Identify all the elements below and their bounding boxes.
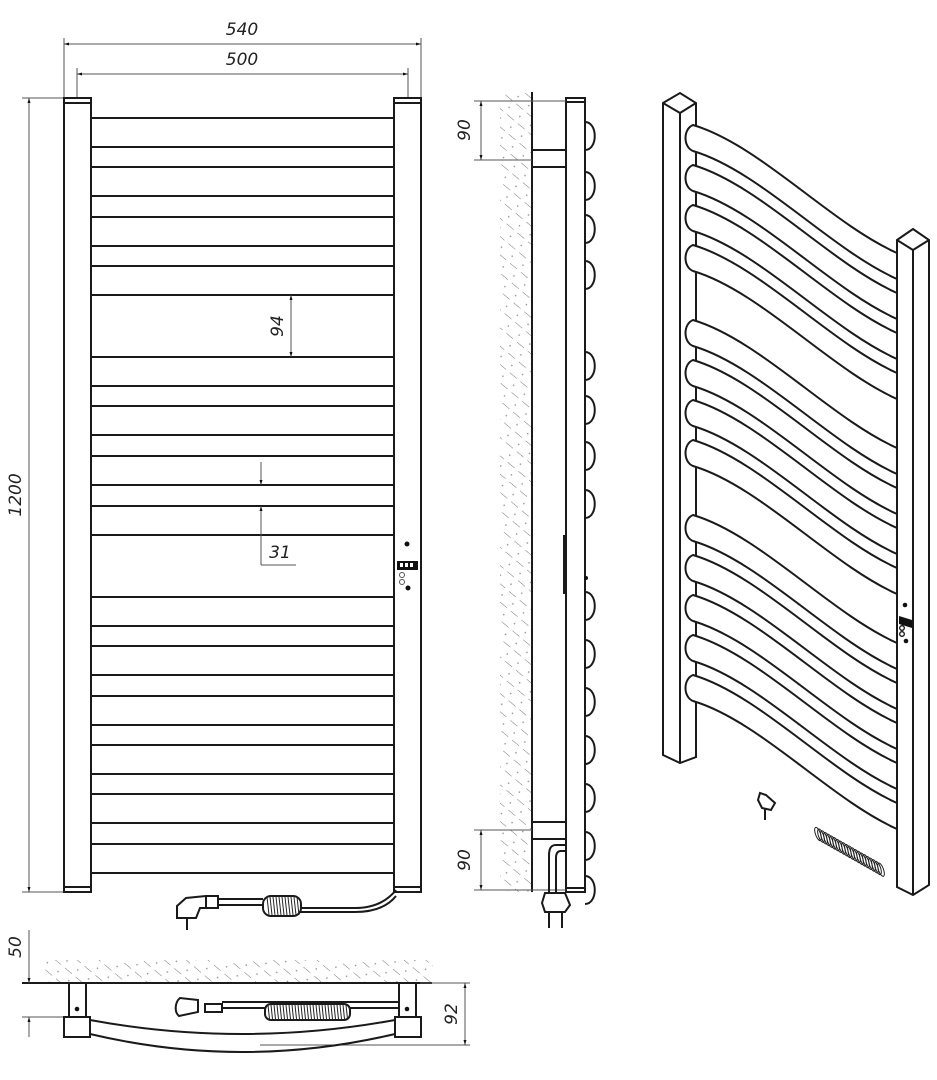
perspective-rail (684, 633, 898, 791)
perspective-rail (684, 593, 898, 751)
perspective-rail (684, 318, 898, 476)
right-upright (393, 97, 422, 893)
top-right-post (394, 1016, 422, 1038)
power-cable (176, 889, 397, 930)
side-upright (565, 97, 586, 893)
rail-end (584, 687, 596, 717)
perspective-coil (814, 826, 885, 877)
perspective-rail (684, 203, 898, 361)
label-500: 500 (226, 50, 258, 70)
perspective-plug (756, 791, 777, 820)
label-31: 31 (269, 543, 291, 563)
label-540: 540 (226, 20, 258, 40)
rail-end (584, 783, 596, 813)
dimension-top-wall: 50 (6, 930, 68, 1037)
perspective-rail (684, 438, 898, 596)
rail-end (584, 395, 596, 425)
front-rails (91, 117, 394, 874)
rail-end (584, 639, 596, 669)
dimension-center-width: 500 (76, 50, 409, 98)
top-bracket (531, 149, 567, 168)
rail-end (584, 831, 596, 861)
rail-end (584, 735, 596, 765)
dimension-height: 1200 (6, 97, 64, 893)
label-50: 50 (6, 936, 26, 958)
top-left-bracket (68, 982, 87, 1019)
rail-end (584, 875, 596, 905)
perspective-rail (684, 358, 898, 516)
dimension-rail-gap-31: 31 (259, 462, 296, 566)
perspective-rail (684, 673, 898, 831)
dimension-overall-width: 540 (63, 20, 422, 98)
rail-end (584, 260, 596, 290)
label-1200: 1200 (6, 473, 26, 516)
perspective-rail (684, 513, 898, 671)
wall-hatch (500, 92, 532, 892)
side-view: 90 90 (455, 92, 596, 928)
rail-end (584, 171, 596, 201)
perspective-rail (684, 553, 898, 711)
side-power-cable (540, 844, 572, 928)
label-92: 92 (442, 1003, 462, 1025)
left-upright (63, 97, 92, 893)
label-94: 94 (268, 315, 288, 337)
dimension-top-depth: 92 (260, 982, 470, 1046)
perspective-rails (684, 123, 898, 831)
rail-end (584, 121, 596, 151)
top-right-bracket (398, 982, 417, 1019)
dimension-side-top: 90 (455, 100, 566, 161)
perspective-rail (684, 243, 898, 401)
perspective-rail (684, 123, 898, 281)
front-view: 540 500 1200 94 (6, 20, 422, 930)
bottom-bracket (531, 821, 567, 840)
label-90-bottom: 90 (455, 849, 475, 871)
top-left-post (63, 1016, 91, 1038)
rail-end (584, 351, 596, 381)
dimension-rail-gap-94: 94 (268, 295, 293, 357)
rail-end (584, 591, 596, 621)
control-panel (397, 541, 418, 591)
label-90-top: 90 (455, 119, 475, 141)
rail-end (584, 489, 596, 519)
perspective-control-panel (899, 602, 912, 644)
rail-end (584, 441, 596, 471)
top-wall-hatch (43, 960, 433, 983)
dimension-side-bottom: 90 (455, 829, 566, 891)
perspective-rail (684, 163, 898, 321)
perspective-rail (684, 398, 898, 556)
rail-end (584, 214, 596, 244)
side-rails (584, 121, 596, 905)
perspective-view (662, 91, 930, 897)
top-view: 50 92 (6, 930, 470, 1053)
